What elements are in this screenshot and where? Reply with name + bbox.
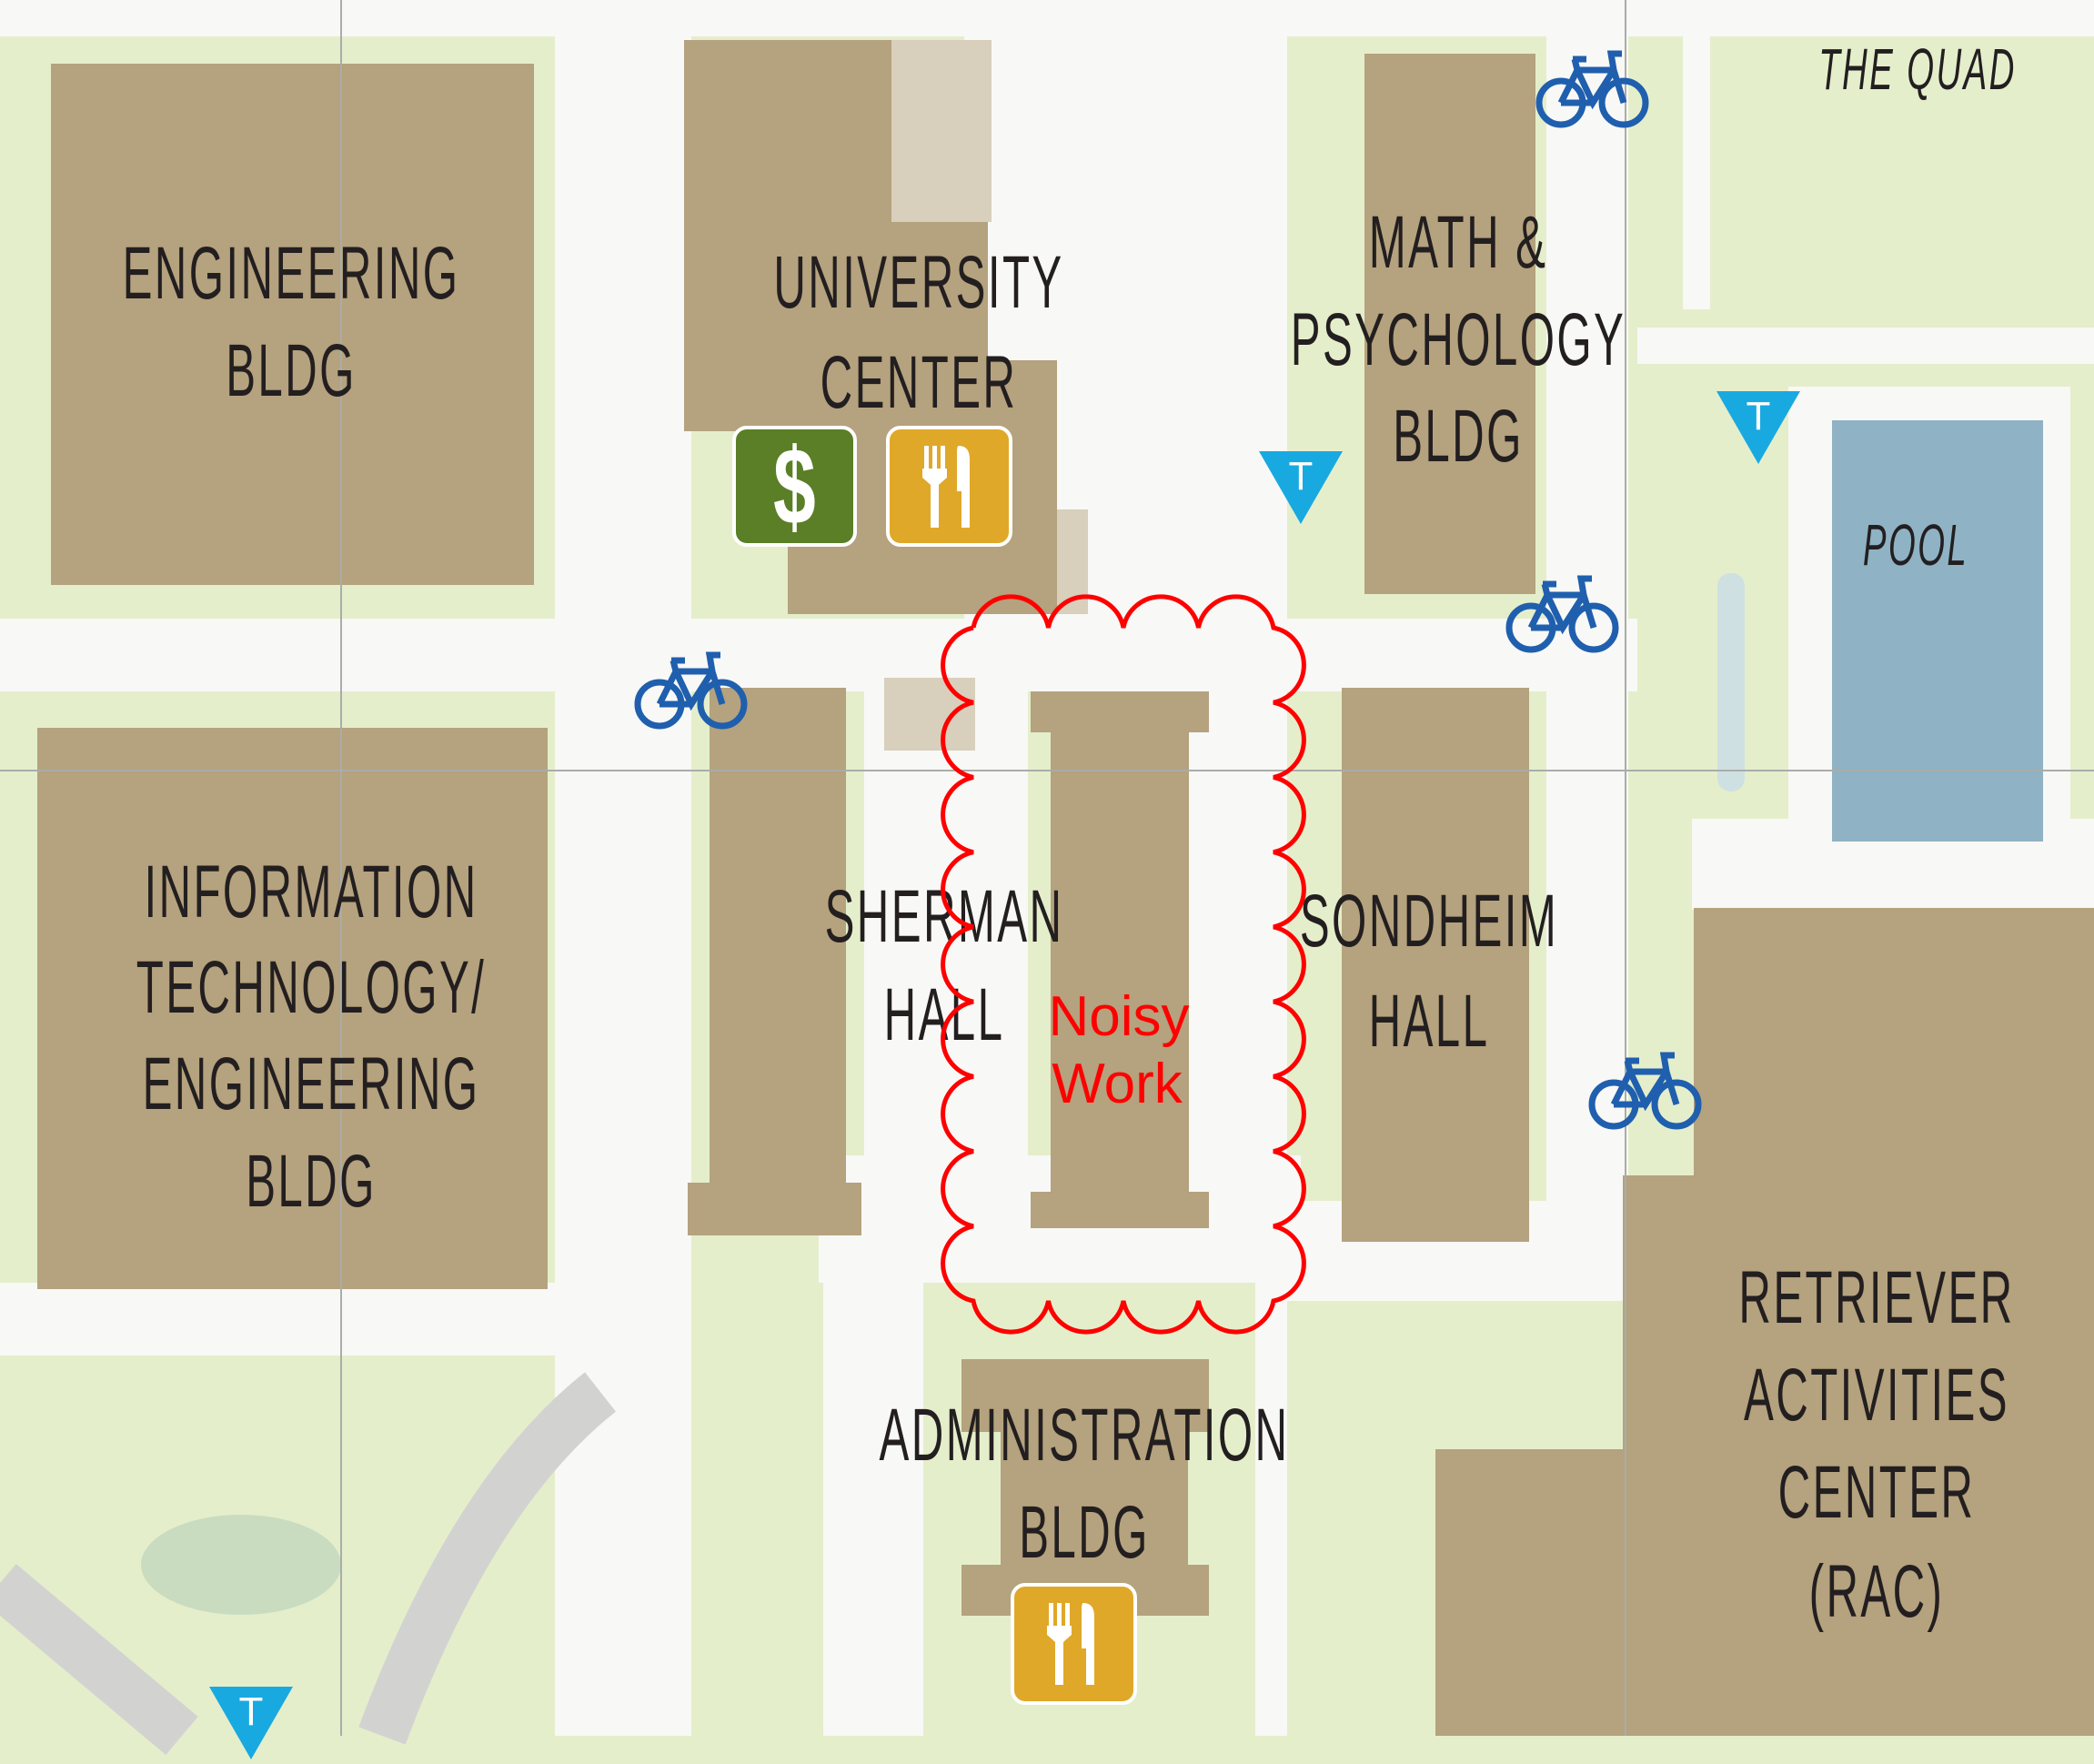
bike-rack-icon[interactable] xyxy=(1535,41,1649,132)
building-sherman-hall xyxy=(710,688,846,1235)
walkway xyxy=(0,0,2094,36)
fork-knife-icon xyxy=(921,445,970,528)
building-middle-hall xyxy=(1031,691,1209,732)
annotation-noisy: Noisy xyxy=(1048,985,1190,1048)
label-rac[interactable]: CENTER xyxy=(1777,1451,1976,1534)
dining-button[interactable] xyxy=(886,426,1012,547)
svg-text:T: T xyxy=(1289,454,1314,499)
label-sondheim-hall[interactable]: HALL xyxy=(1368,980,1490,1063)
building-math-psychology xyxy=(1364,54,1535,594)
map-grid-line xyxy=(1625,0,1626,1736)
label-engineering[interactable]: ENGINEERING xyxy=(122,232,460,315)
building-annex xyxy=(891,40,992,222)
label-info-tech[interactable]: TECHNOLOGY/ xyxy=(136,946,487,1029)
label-pool[interactable]: POOL xyxy=(1862,512,1969,578)
walkway xyxy=(1637,328,2094,364)
atm-button[interactable]: $ xyxy=(732,426,857,547)
map-grid-line xyxy=(0,770,2094,771)
road xyxy=(358,1372,617,1745)
walkway xyxy=(0,619,1637,691)
road xyxy=(0,1563,198,1756)
cloud-outline xyxy=(941,594,1306,1335)
transit-stop-icon[interactable]: T xyxy=(1716,391,1800,464)
label-info-tech[interactable]: ENGINEERING xyxy=(142,1043,480,1125)
dollar-icon: $ xyxy=(773,425,816,548)
transit-stop-icon[interactable]: T xyxy=(209,1687,293,1759)
building-connector xyxy=(884,678,975,751)
label-rac[interactable]: ACTIVITIES xyxy=(1744,1354,2009,1436)
fork-knife-icon xyxy=(1046,1603,1094,1685)
walkway xyxy=(0,1283,582,1356)
building-middle-hall xyxy=(1031,1192,1209,1228)
label-administration[interactable]: BLDG xyxy=(1019,1491,1150,1574)
label-rac[interactable]: (RAC) xyxy=(1808,1550,1945,1633)
label-university-center[interactable]: CENTER xyxy=(820,341,1018,424)
building-engineering xyxy=(51,64,534,585)
walkway xyxy=(1683,0,1710,309)
label-info-tech[interactable]: BLDG xyxy=(246,1140,377,1223)
bike-rack-icon[interactable] xyxy=(1505,566,1619,657)
building-info-tech xyxy=(37,728,548,1289)
transit-stop-icon[interactable]: T xyxy=(1259,451,1343,524)
walkway xyxy=(1255,0,1287,1736)
dining-button[interactable] xyxy=(1011,1583,1137,1705)
label-university-center[interactable]: UNIVERSITY xyxy=(773,241,1064,324)
label-engineering[interactable]: BLDG xyxy=(226,329,357,412)
svg-text:T: T xyxy=(1747,394,1771,438)
label-math-psychology[interactable]: BLDG xyxy=(1393,395,1524,478)
annotation-work: Work xyxy=(1052,1053,1183,1115)
label-math-psychology[interactable]: MATH & xyxy=(1368,201,1548,284)
building-middle-hall xyxy=(1051,710,1189,1228)
building-sondheim-hall xyxy=(1342,688,1529,1242)
svg-text:T: T xyxy=(239,1689,264,1734)
label-the-quad[interactable]: THE QUAD xyxy=(1818,36,2017,102)
bike-rack-icon[interactable] xyxy=(634,642,748,733)
bike-rack-icon[interactable] xyxy=(1588,1043,1702,1134)
map-grid-line xyxy=(340,0,342,1736)
building-sherman-hall xyxy=(688,1183,861,1235)
walkway xyxy=(555,0,691,1736)
pond xyxy=(1717,573,1745,791)
label-info-tech[interactable]: INFORMATION xyxy=(144,851,478,933)
label-sondheim-hall[interactable]: SONDHEIM xyxy=(1299,880,1559,963)
label-rac[interactable]: RETRIEVER xyxy=(1738,1256,2015,1339)
pond xyxy=(141,1515,341,1615)
walkway xyxy=(823,1274,923,1736)
label-administration[interactable]: ADMINISTRATION xyxy=(879,1394,1290,1477)
label-math-psychology[interactable]: PSYCHOLOGY xyxy=(1290,298,1626,381)
